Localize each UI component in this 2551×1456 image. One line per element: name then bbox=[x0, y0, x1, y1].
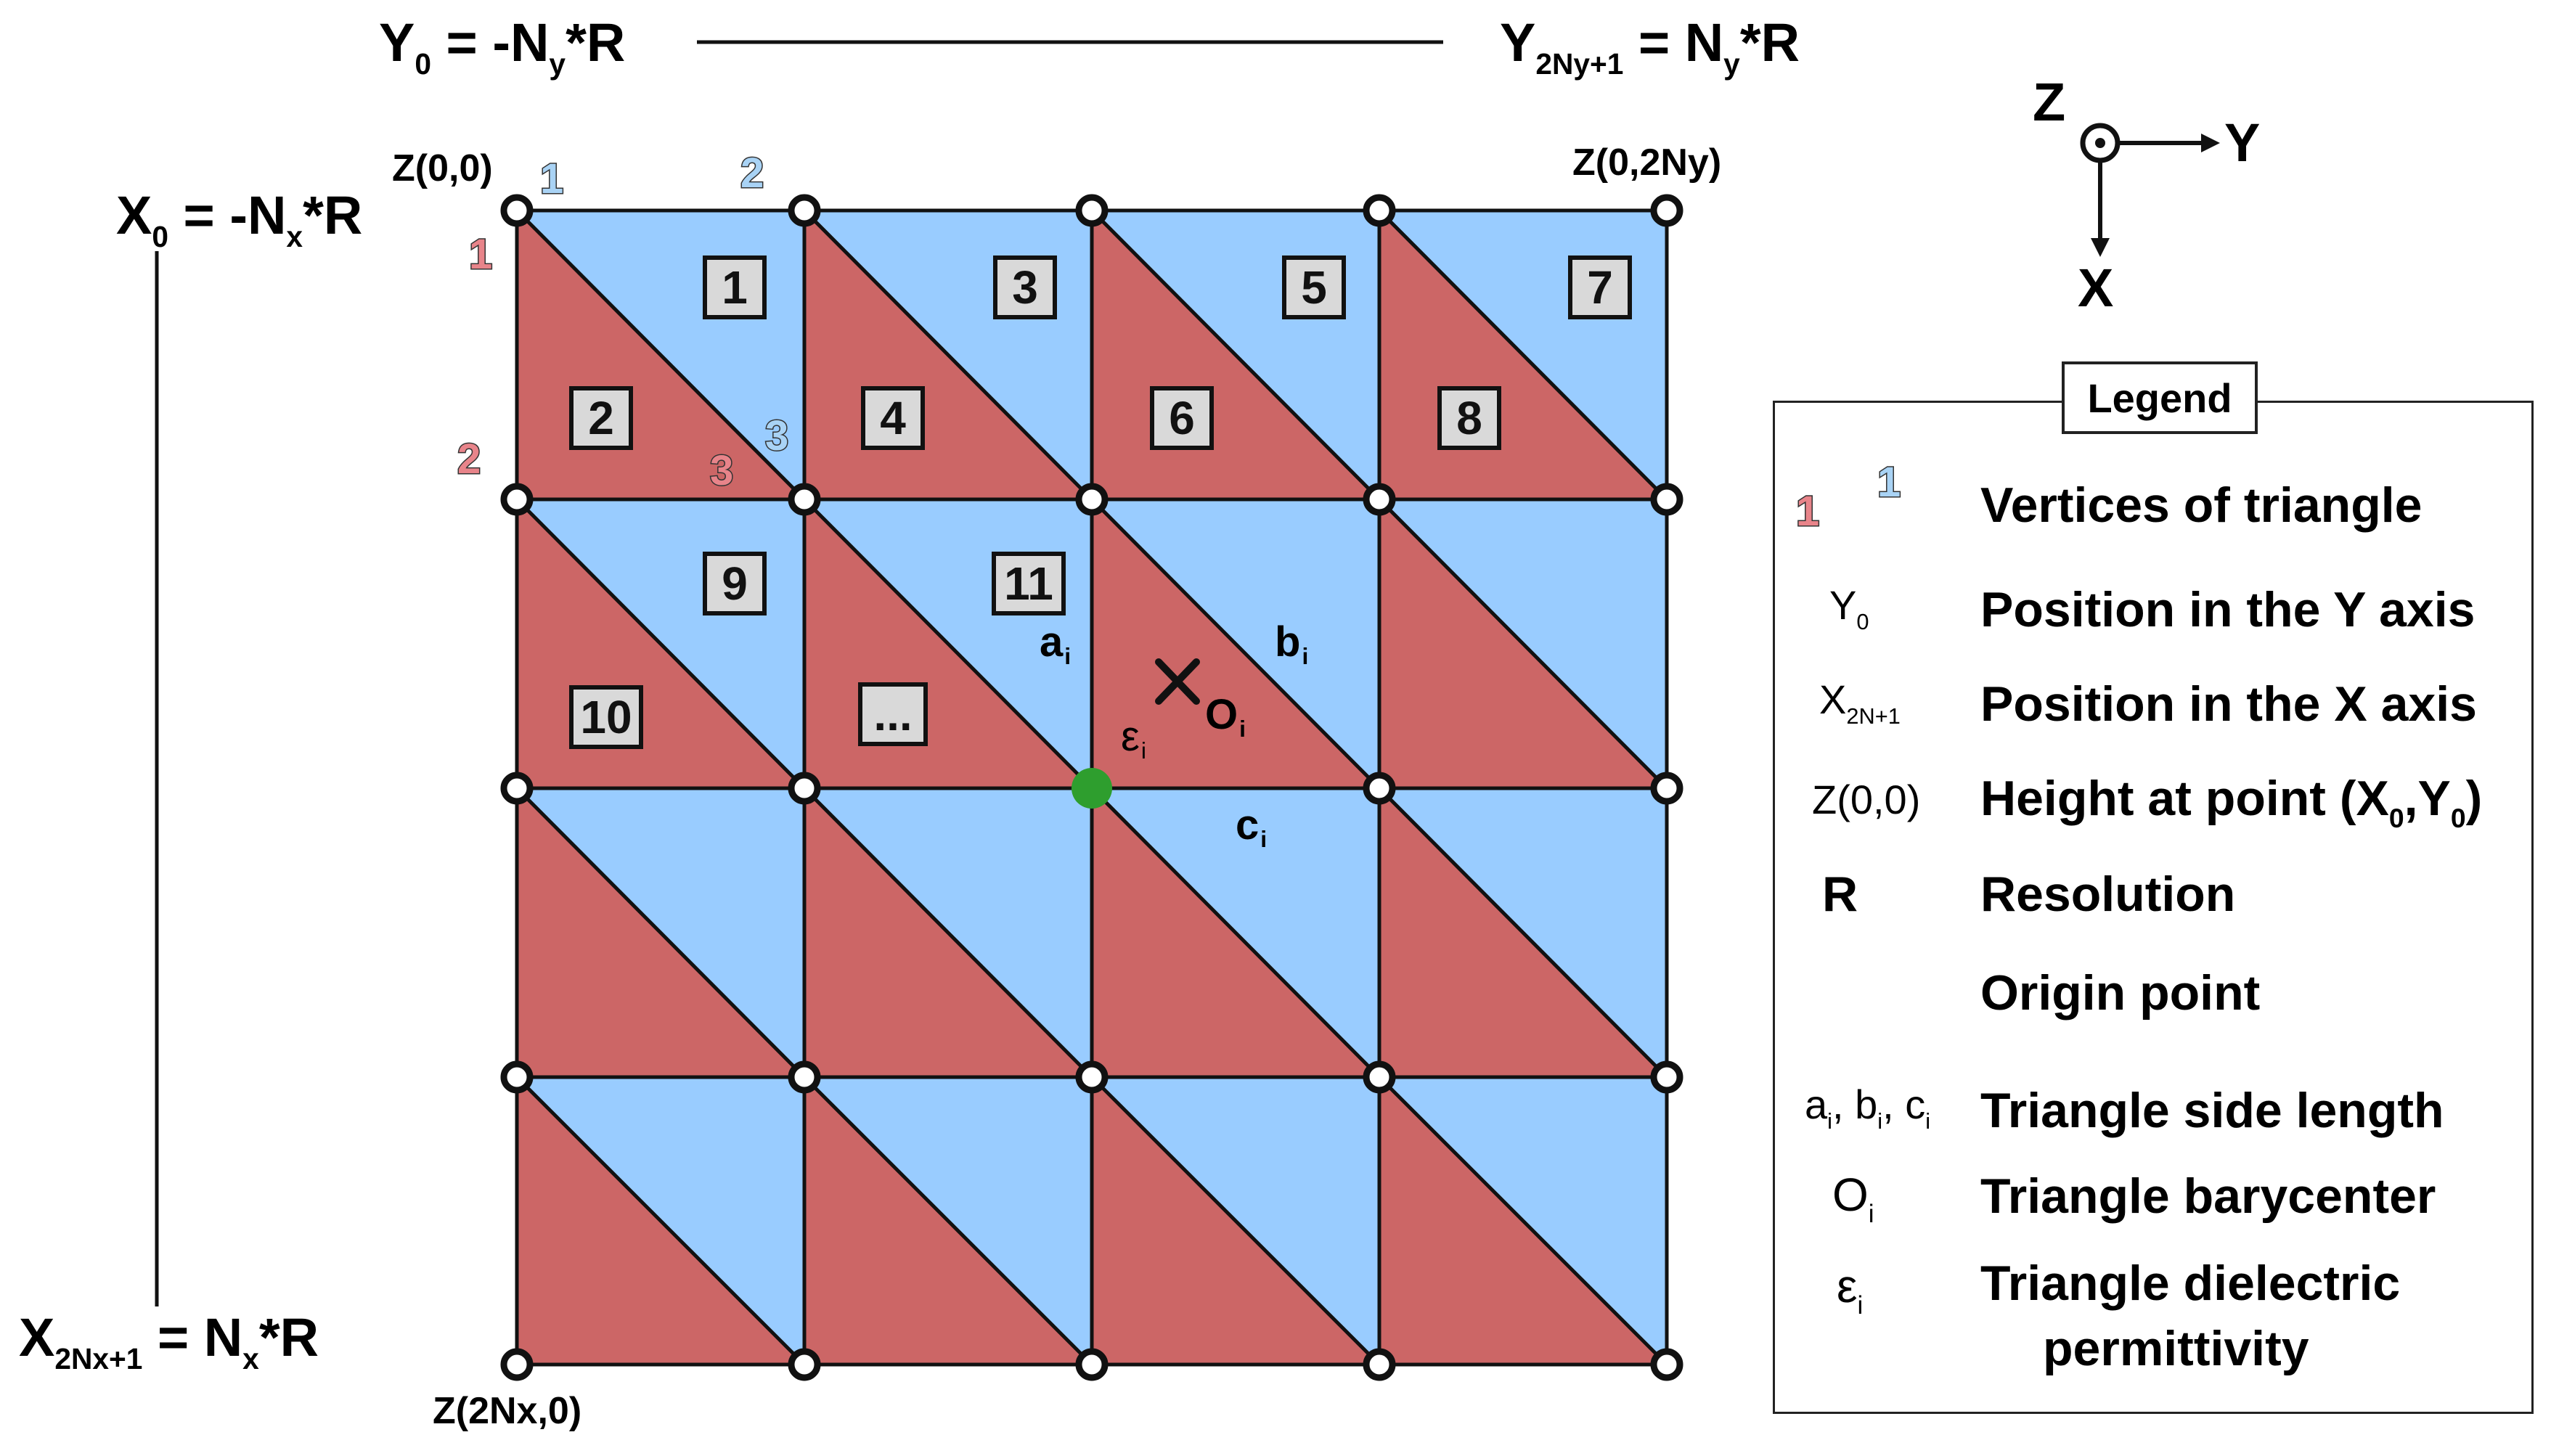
permittivity-label: εi bbox=[1121, 713, 1146, 764]
z-axis-label: Z bbox=[2033, 72, 2066, 132]
mesh-diagonal bbox=[803, 209, 1093, 501]
mesh-node bbox=[500, 1348, 534, 1381]
mesh-node bbox=[788, 1060, 821, 1094]
vertex-number-blue: 3 bbox=[764, 412, 789, 459]
mesh-diagonal bbox=[515, 498, 806, 790]
corner-label-bottom-left: Z(2Nx,0) bbox=[433, 1390, 582, 1432]
mesh-diagonal bbox=[803, 787, 1093, 1079]
legend-text: Position in the X axis bbox=[1980, 676, 2477, 732]
triangle-number: 10 bbox=[569, 685, 643, 749]
side-c-label: ci bbox=[1236, 801, 1268, 853]
mesh-diagonal bbox=[1378, 787, 1668, 1079]
mesh-diagonal bbox=[803, 1076, 1093, 1366]
mesh-node bbox=[788, 1348, 821, 1381]
mesh-node bbox=[1075, 1348, 1109, 1381]
vertex-number-red: 2 bbox=[456, 435, 481, 483]
legend-symbol: Y0 bbox=[1829, 582, 1869, 634]
legend-symbol: εi bbox=[1837, 1260, 1864, 1320]
mesh-node bbox=[500, 1060, 534, 1094]
mesh-diagonal bbox=[1090, 1076, 1381, 1366]
vertex-number-red: 1 bbox=[468, 231, 493, 278]
mesh-diagonal bbox=[1090, 498, 1381, 790]
mesh-node bbox=[1363, 483, 1396, 516]
triangle-number: 3 bbox=[993, 255, 1057, 319]
legend-text: Position in the Y axis bbox=[1980, 582, 2476, 637]
mesh-diagonal bbox=[803, 498, 1093, 790]
legend-text: permittivity bbox=[2043, 1321, 2309, 1376]
axis-indicator bbox=[2080, 123, 2220, 257]
side-b-label: bi bbox=[1275, 618, 1309, 670]
triangle-number: 11 bbox=[992, 552, 1066, 615]
x2nx-label: X2Nx+1 = Nx*R bbox=[19, 1307, 319, 1376]
legend-symbol: Z(0,0) bbox=[1812, 777, 1921, 822]
vertex-number-blue: 2 bbox=[739, 150, 764, 197]
triangle-number: 7 bbox=[1568, 255, 1632, 319]
x-axis-label: X bbox=[2078, 258, 2114, 318]
corner-label-top-left: Z(0,0) bbox=[392, 147, 493, 189]
x0-label: X0 = -Nx*R bbox=[116, 185, 363, 254]
legend-panel bbox=[1773, 401, 2534, 1414]
legend-title: Legend bbox=[2062, 361, 2258, 434]
triangle-number: 4 bbox=[861, 386, 925, 450]
legend-text: Origin point bbox=[1980, 965, 2261, 1021]
mesh-node bbox=[1075, 1060, 1109, 1094]
corner-label-top-right: Z(0,2Ny) bbox=[1572, 142, 1722, 184]
mesh-node bbox=[1650, 1060, 1683, 1094]
mesh-diagonal bbox=[1378, 209, 1668, 501]
barycenter-label: Oi bbox=[1205, 691, 1246, 743]
triangle-number: 6 bbox=[1150, 386, 1214, 450]
mesh-node bbox=[788, 194, 821, 227]
y0-label: Y0 = -Ny*R bbox=[379, 12, 626, 81]
mesh-node bbox=[788, 772, 821, 805]
legend-symbol: X2N+1 bbox=[1819, 676, 1901, 729]
legend-vertex-red: 1 bbox=[1795, 488, 1820, 535]
legend-text: Resolution bbox=[1980, 867, 2236, 922]
mesh-node bbox=[1650, 483, 1683, 516]
mesh-diagonal bbox=[1090, 209, 1381, 501]
y2ny-label: Y2Ny+1 = Ny*R bbox=[1500, 12, 1800, 81]
mesh-node bbox=[1075, 194, 1109, 227]
legend-symbol: R bbox=[1822, 867, 1858, 922]
legend-symbol: Oi bbox=[1832, 1169, 1874, 1228]
mesh-diagonal bbox=[515, 209, 806, 501]
grid-nodes bbox=[500, 194, 1683, 1381]
mesh-node bbox=[1363, 1348, 1396, 1381]
side-a-label: ai bbox=[1040, 618, 1072, 670]
legend-text: Triangle barycenter bbox=[1980, 1169, 2436, 1224]
mesh-node bbox=[1650, 194, 1683, 227]
mesh-node bbox=[1650, 772, 1683, 805]
barycenter-cross bbox=[1155, 658, 1200, 705]
mesh-diagonal bbox=[1090, 787, 1381, 1079]
legend-text: Triangle side length bbox=[1980, 1083, 2444, 1138]
legend-vertex-blue: 1 bbox=[1876, 459, 1901, 506]
mesh-node bbox=[788, 483, 821, 516]
mesh-node bbox=[500, 483, 534, 516]
y-axis-label: Y bbox=[2224, 113, 2261, 173]
triangle-number: 8 bbox=[1437, 386, 1501, 450]
mesh-diagonal bbox=[1378, 1076, 1668, 1366]
triangle-number: 2 bbox=[569, 386, 633, 450]
mesh-diagonal bbox=[1378, 498, 1668, 790]
origin-point bbox=[1072, 768, 1112, 809]
triangle-number: ... bbox=[858, 682, 928, 746]
vertex-number-blue: 1 bbox=[539, 155, 564, 203]
mesh-node bbox=[500, 772, 534, 805]
mesh-node bbox=[1363, 1060, 1396, 1094]
legend-text: Height at point (X0,Y0) bbox=[1980, 771, 2483, 833]
triangle-number: 5 bbox=[1282, 255, 1346, 319]
mesh-diagonal bbox=[515, 787, 806, 1079]
triangle-number: 1 bbox=[703, 255, 767, 319]
legend-text: Vertices of triangle bbox=[1980, 478, 2423, 533]
mesh-node bbox=[1363, 194, 1396, 227]
vertex-number-red: 3 bbox=[709, 447, 734, 494]
mesh-diagonal bbox=[515, 1076, 806, 1366]
triangle-number: 9 bbox=[703, 552, 767, 615]
mesh-node bbox=[1075, 483, 1109, 516]
mesh-node bbox=[1650, 1348, 1683, 1381]
legend-symbol: ai, bi, ci bbox=[1805, 1081, 1931, 1134]
legend-text: Triangle dielectric bbox=[1980, 1256, 2401, 1311]
mesh-node bbox=[500, 194, 534, 227]
mesh-node bbox=[1363, 772, 1396, 805]
